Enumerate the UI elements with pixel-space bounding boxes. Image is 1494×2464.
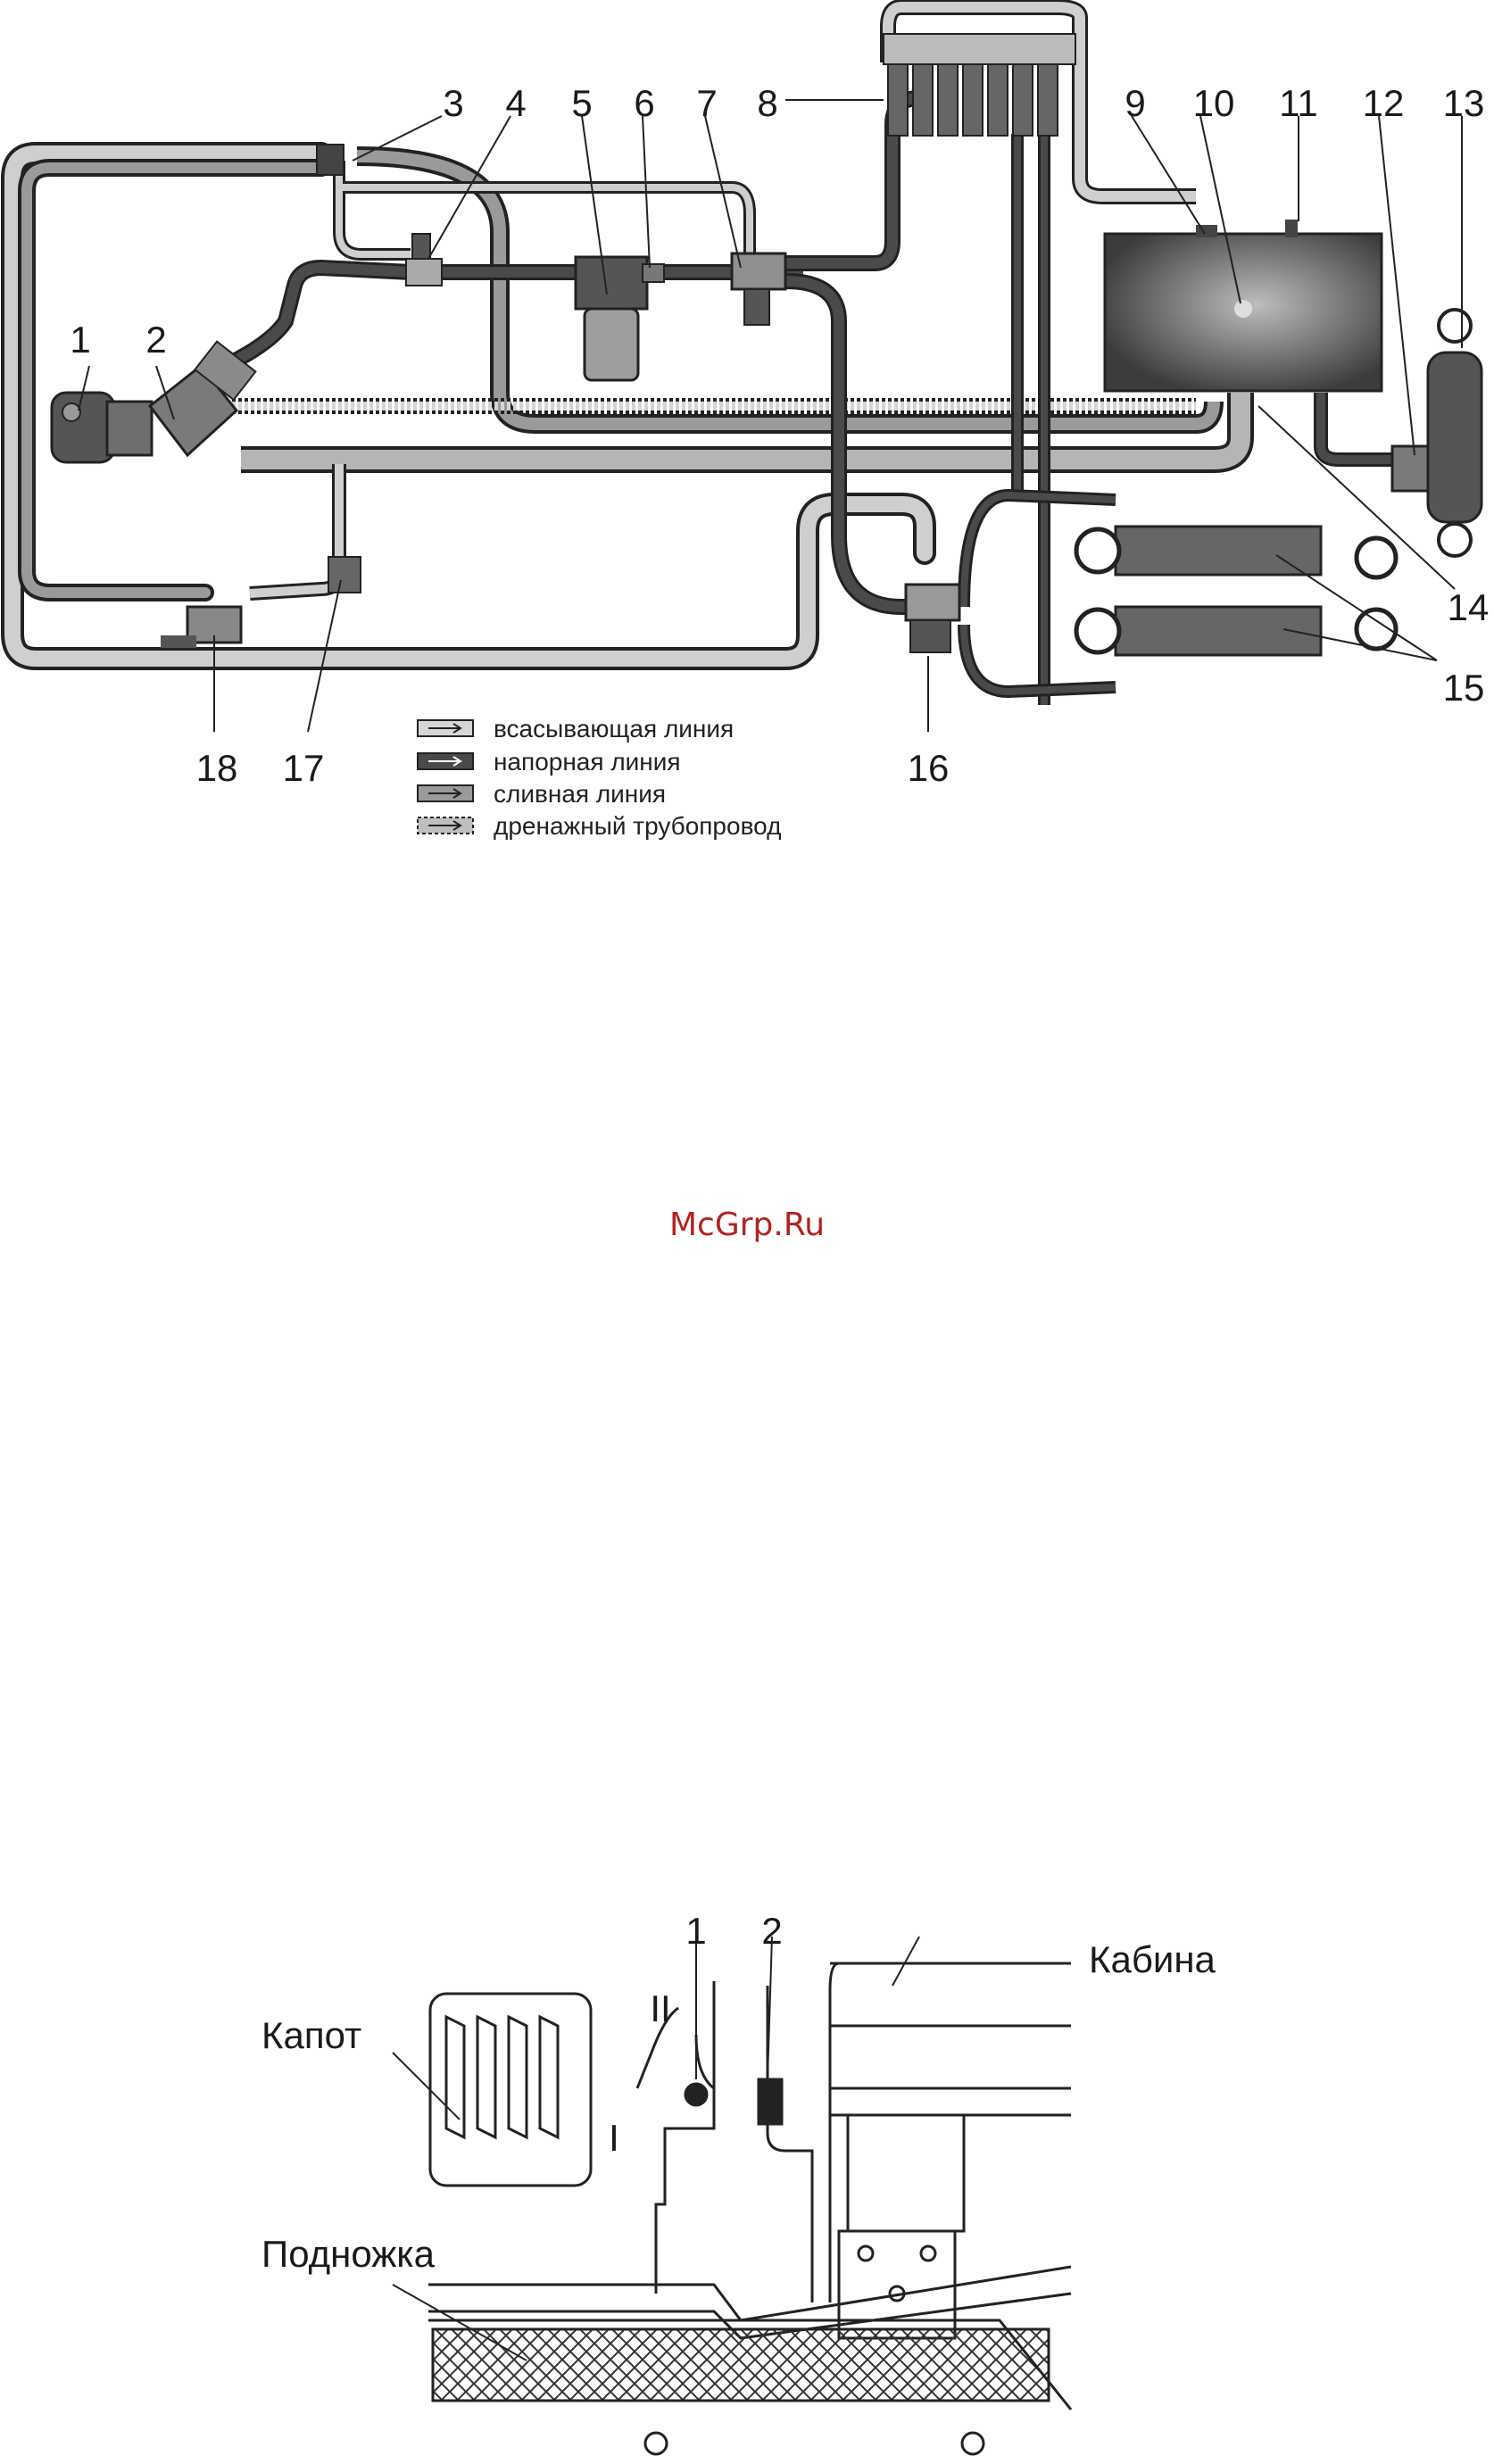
valve-block-16-component [906,585,959,652]
callout-7: 7 [696,82,717,124]
legend-label-drainage: дренажный трубопровод [494,812,781,840]
legend: всасывающая линия напорная линия сливная… [418,715,781,840]
fitting-6-component [643,264,664,282]
fitting-17-component [328,557,361,593]
electric-motor-component [52,393,152,462]
fitting-component [317,145,344,175]
legend-label-suction: всасывающая линия [494,715,734,743]
callout-10: 10 [1193,82,1235,124]
hydraulic-scheme: 1 2 3 4 5 6 7 8 9 10 11 12 13 14 15 16 1… [0,0,1494,875]
legend-label-drain: сливная линия [494,780,666,808]
callout-9: 9 [1125,82,1145,124]
callout-16: 16 [908,747,950,789]
lever-arc [696,2035,714,2088]
valve-18-component [161,607,241,648]
footstep-mesh [433,2329,1049,2401]
label-pos-1: 1 [685,1910,706,1952]
oil-tank-component [1105,220,1382,391]
callout-2: 2 [145,319,166,361]
lever-pivot [685,2084,707,2105]
legend-item-drain: сливная линия [418,780,666,808]
cab-hood-drawing: Капот Кабина Подножка 1 2 II I [0,1910,1494,2464]
legend-item-pressure: напорная линия [418,748,681,776]
valve-component [406,234,442,286]
callout-13: 13 [1443,82,1485,124]
cylinders-component [1076,527,1396,655]
label-pos-2: 2 [761,1910,782,1952]
callout-15: 15 [1443,667,1485,709]
lever-lock [759,2079,782,2124]
label-podnozhka: Подножка [261,2233,436,2275]
callout-11: 11 [1279,82,1318,124]
callout-12: 12 [1363,82,1405,124]
legend-item-drainage: дренажный трубопровод [418,812,781,840]
callout-5: 5 [571,82,592,124]
motor-13-component [1428,310,1482,556]
callout-14: 14 [1448,586,1490,628]
hood-panel [430,1994,591,2186]
label-kabina: Кабина [1089,1938,1216,1980]
pump-12-component [1392,446,1432,491]
callout-4: 4 [505,82,526,124]
legend-label-pressure: напорная линия [494,748,681,776]
hood-vents [446,2017,558,2137]
distributor-component [884,34,1075,136]
filter-component [576,257,647,380]
callout-8: 8 [757,82,777,124]
legend-item-suction: всасывающая линия [418,715,734,743]
callout-6: 6 [634,82,654,124]
callout-3: 3 [443,82,463,124]
watermark-text: McGrp.Ru [0,1207,1494,1243]
callout-numbers: 1 2 3 4 5 6 7 8 9 10 11 12 13 14 15 16 1… [70,82,1489,789]
label-roman-1: I [609,2117,619,2159]
callout-17: 17 [283,747,325,789]
callout-1: 1 [70,319,90,361]
label-kapot: Капот [261,2014,361,2056]
callout-18: 18 [196,747,238,789]
label-roman-2: II [650,1987,670,2029]
